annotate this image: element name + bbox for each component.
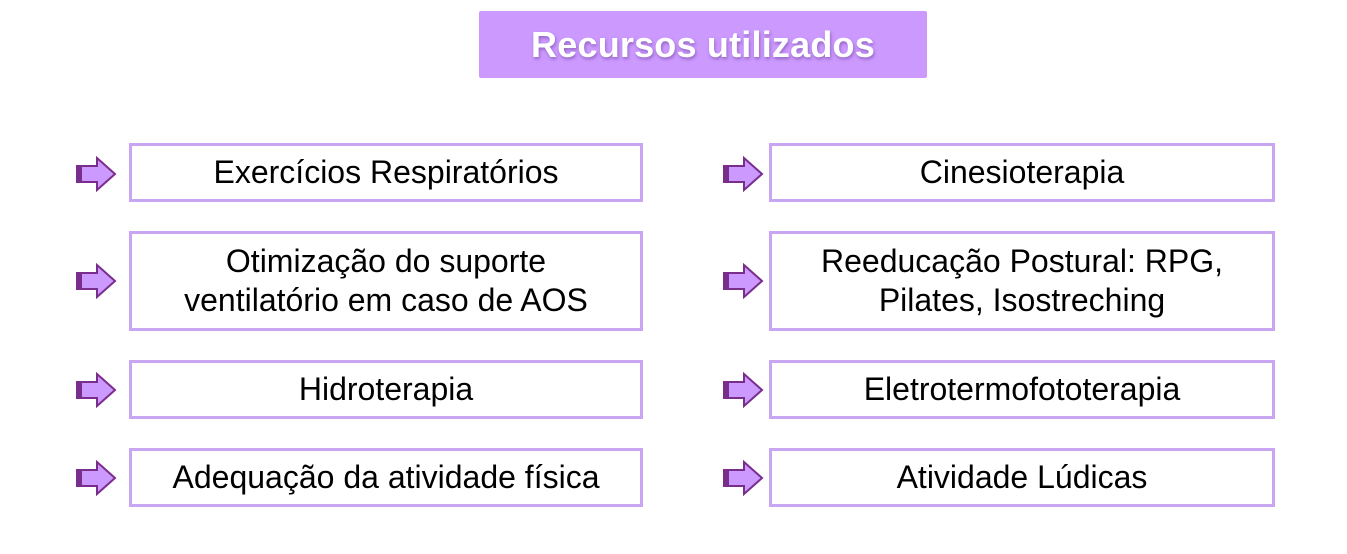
resource-label: Exercícios Respiratórios <box>213 154 559 190</box>
resource-label: Adequação da atividade física <box>172 459 600 495</box>
right-arrow-icon <box>723 263 764 299</box>
resource-box-exercicios-respiratorios: Exercícios Respiratórios <box>129 143 643 202</box>
resource-box-eletrotermofototerapia: Eletrotermofototerapia <box>769 360 1275 419</box>
resource-box-cinesioterapia: Cinesioterapia <box>769 143 1275 202</box>
resource-label: Eletrotermofototerapia <box>863 371 1181 407</box>
page-title: Recursos utilizados <box>531 23 875 65</box>
title-banner: Recursos utilizados <box>479 11 927 78</box>
right-arrow-icon <box>723 372 764 408</box>
resource-label: Cinesioterapia <box>919 154 1125 190</box>
resource-box-reeducacao-postural: Reeducação Postural: RPG, Pilates, Isost… <box>769 231 1275 331</box>
resource-box-adequacao-atividade: Adequação da atividade física <box>129 448 643 507</box>
right-arrow-icon <box>76 263 117 299</box>
right-arrow-icon <box>76 460 117 496</box>
resource-label: Reeducação Postural: RPG, Pilates, Isost… <box>821 243 1223 318</box>
resource-box-otimizacao-suporte: Otimização do suporte ventilatório em ca… <box>129 231 643 331</box>
right-arrow-icon <box>723 156 764 192</box>
resource-box-hidroterapia: Hidroterapia <box>129 360 643 419</box>
resource-label: Hidroterapia <box>298 371 474 407</box>
right-arrow-icon <box>76 156 117 192</box>
right-arrow-icon <box>723 460 764 496</box>
right-arrow-icon <box>76 372 117 408</box>
resource-box-atividade-ludicas: Atividade Lúdicas <box>769 448 1275 507</box>
resource-label: Atividade Lúdicas <box>896 459 1148 495</box>
resource-label: Otimização do suporte ventilatório em ca… <box>184 243 588 318</box>
